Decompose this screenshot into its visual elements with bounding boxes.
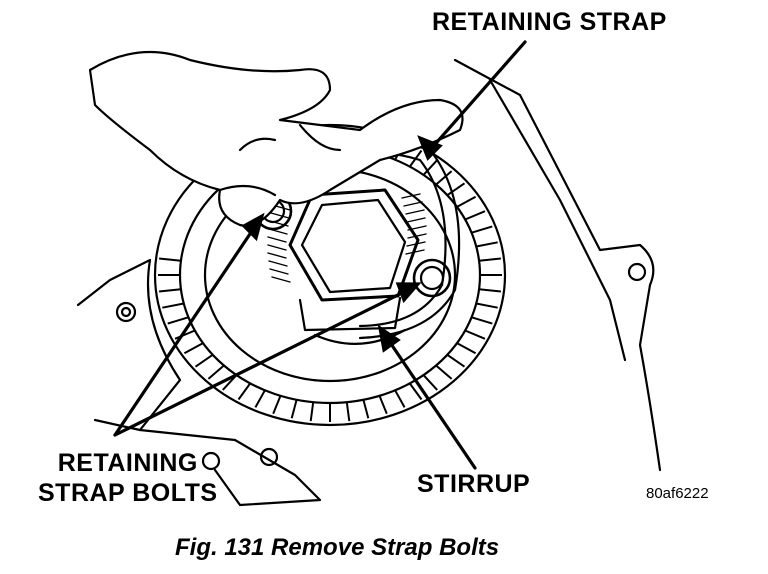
gear-tooth (471, 225, 493, 234)
gear-tooth (446, 353, 466, 368)
gear-tooth (471, 316, 493, 325)
stirrup-lower (313, 328, 407, 345)
housing-bolt-hole-left (115, 301, 137, 323)
gear-tooth (478, 257, 502, 262)
gear-tooth (422, 159, 438, 176)
gear-ring-outer (153, 123, 507, 427)
gear-tooth (207, 364, 225, 380)
gear-tooth (158, 288, 182, 293)
hand-finger-crease-2 (298, 123, 342, 152)
gear-tooth (158, 257, 182, 262)
gear-tooth (435, 364, 453, 380)
label-retaining-strap-bolts: RETAINING STRAP BOLTS (38, 448, 218, 508)
gear-tooth (254, 389, 266, 408)
gear-tooth (476, 241, 498, 248)
gear-tooth (167, 316, 189, 325)
gear-tooth (162, 302, 184, 309)
gear-tooth (446, 182, 466, 197)
gear-tooth (272, 395, 282, 415)
gear-tooth (309, 402, 315, 422)
gear-tooth (456, 342, 477, 355)
spring-left (267, 204, 291, 283)
arrow-bolt-left (113, 220, 260, 437)
housing-bolt-hole-lower-b (259, 447, 279, 467)
gear-tooth (194, 353, 214, 368)
hand-outline (88, 50, 464, 227)
gear-tooth (362, 399, 370, 419)
gear-tooth (422, 374, 438, 391)
hex-nut-face (300, 198, 407, 294)
gear-tooth (290, 399, 298, 419)
gear-tooth (464, 210, 486, 221)
hand-finger-crease-1 (218, 184, 277, 197)
housing-bolt-hole-right (627, 262, 647, 282)
figure-code: 80af6222 (646, 485, 709, 502)
housing-outline-right (453, 58, 662, 472)
hand-knuckle (238, 137, 277, 152)
housing-bolt-hole-left-inner (120, 306, 132, 318)
label-retaining-strap-bolts-line1: RETAINING (57, 449, 198, 477)
label-retaining-strap: RETAINING STRAP (432, 8, 667, 36)
strap-bolt-right (412, 258, 452, 298)
gear-tooth (476, 302, 498, 309)
strap-bolt-right-head (419, 265, 445, 291)
gear-tooth (394, 389, 406, 408)
spring-right (401, 193, 427, 255)
housing-inner-edge (488, 78, 627, 362)
figure-caption: Fig. 131 Remove Strap Bolts (175, 534, 500, 561)
label-stirrup: STIRRUP (417, 470, 531, 498)
gear-tooth (237, 382, 252, 401)
gear-tooth (464, 329, 486, 340)
housing-outline-left (76, 258, 182, 432)
gear-tooth (408, 382, 423, 401)
arrow-stirrup (383, 333, 477, 470)
label-retaining-strap-bolts-line2: STRAP BOLTS (38, 479, 218, 507)
gear-teeth (158, 142, 502, 422)
stirrup (298, 296, 402, 332)
gear-tooth (435, 170, 453, 186)
arrow-retaining-strap (428, 40, 527, 152)
arrow-bolt-right (113, 286, 414, 437)
gear-tooth (183, 342, 204, 355)
gear-tooth (174, 329, 196, 340)
gear-tooth (378, 395, 388, 415)
housing-bolt-hole-lower-a (201, 451, 221, 471)
gear-tooth (478, 288, 502, 293)
callout-arrows (113, 40, 527, 470)
housing-lower-flange (138, 428, 322, 507)
gear-tooth (456, 195, 477, 208)
gear-tooth (345, 402, 351, 422)
